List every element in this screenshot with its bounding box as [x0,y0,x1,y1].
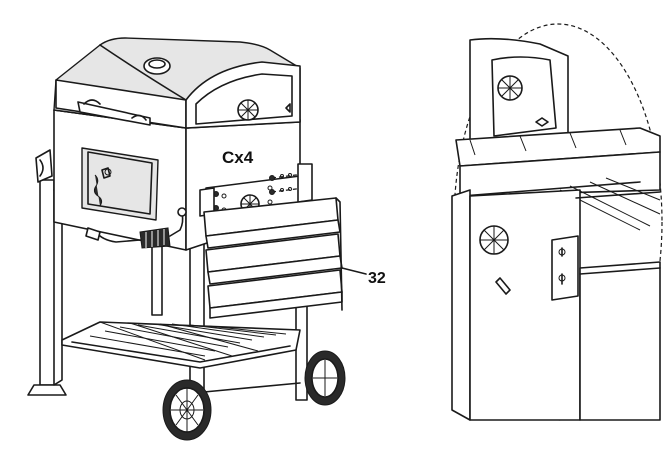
detail-zoom-view [451,23,663,421]
part-number-label: 32 [368,270,386,287]
detail-bracket [551,235,579,301]
bolt-icon [269,175,275,181]
left-leg [27,179,67,396]
grill-assembly [27,37,367,441]
side-shelf-32 [203,197,367,319]
detail-post [451,189,471,421]
lid-damper-icon [237,99,291,121]
detail-dial-icon [479,225,511,295]
bolt-icon [269,189,275,195]
axle-bar [203,382,301,393]
bottom-shelf [61,321,301,369]
hose-assembly [85,207,187,249]
detail-shelf-panel [579,261,661,421]
left-wheel [162,379,212,441]
ash-door [81,147,159,221]
detail-damper-icon [497,75,523,101]
right-wheel [304,350,346,406]
detail-grate-edge [455,127,661,167]
hardware-callout-label: Cx4 [222,148,254,167]
spring-handle-icon [93,167,112,207]
side-hook-icon [35,149,53,183]
lid-vent [143,57,171,75]
back-leg [151,239,163,316]
lid-handle [77,99,151,126]
